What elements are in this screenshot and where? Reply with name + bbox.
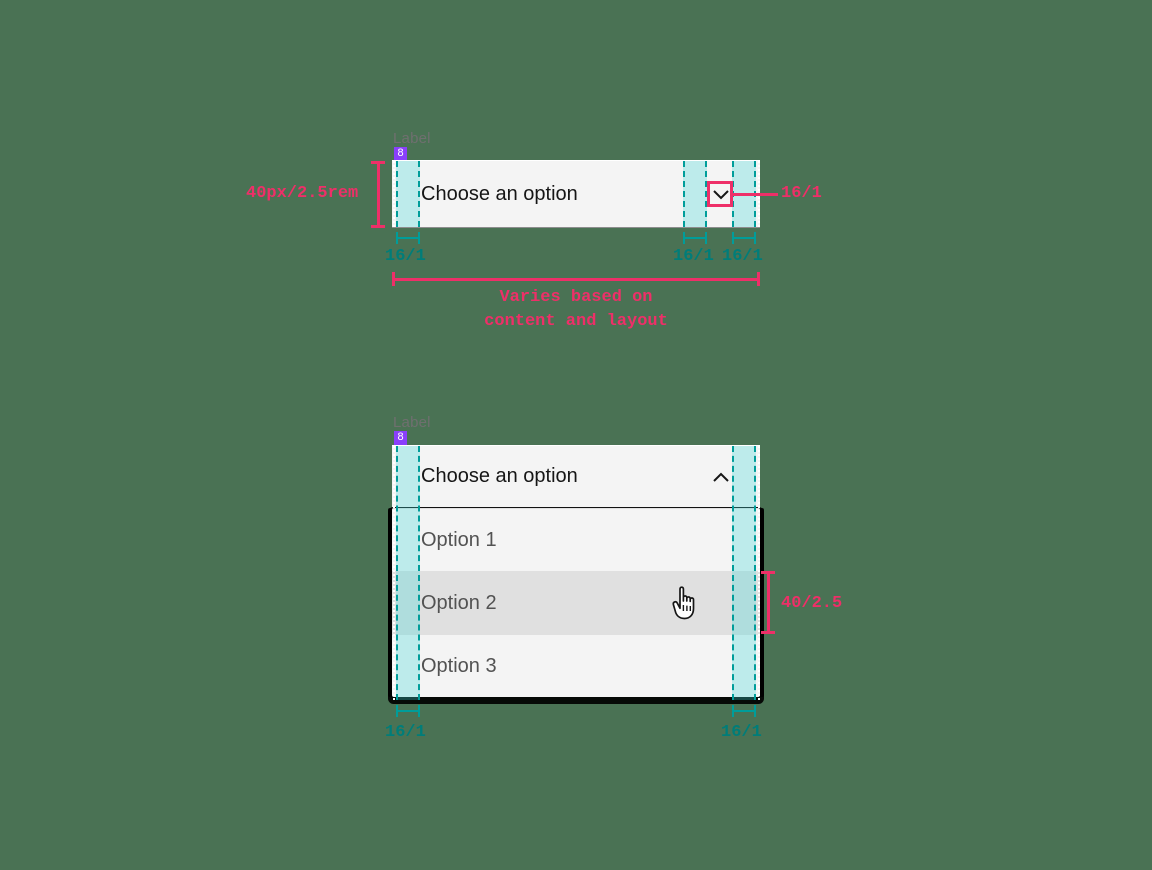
row-height-measure bbox=[761, 571, 775, 634]
icon-size-highlight-box bbox=[707, 181, 733, 207]
width-label-line2: content and layout bbox=[484, 312, 668, 331]
chevron-up-icon[interactable] bbox=[708, 465, 734, 491]
padding-measure-left-closed bbox=[396, 232, 420, 244]
width-label-line1: Varies based on bbox=[499, 288, 653, 307]
guide-dotted-right-open bbox=[758, 446, 760, 700]
padding-band-icon-gap-closed bbox=[683, 161, 707, 227]
padding-label-left-open: 16/1 bbox=[385, 723, 426, 742]
padding-measure-right-closed bbox=[732, 232, 756, 244]
padding-measure-right-open bbox=[732, 705, 756, 717]
option-label: Option 2 bbox=[421, 591, 497, 614]
option-label: Option 3 bbox=[421, 654, 497, 677]
spacing-badge-8-closed: 8 bbox=[394, 147, 407, 161]
closed-select-value: Choose an option bbox=[421, 183, 578, 205]
closed-field-label: Label bbox=[393, 130, 431, 147]
pointer-hand-cursor bbox=[670, 585, 704, 621]
list-item[interactable]: Option 3 bbox=[392, 634, 760, 697]
chevron-down-icon[interactable] bbox=[708, 181, 734, 207]
guide-line-top-closed bbox=[392, 160, 760, 161]
icon-size-label: 16/1 bbox=[781, 184, 822, 203]
option-label: Option 1 bbox=[421, 528, 497, 551]
height-measure-label-closed: 40px/2.5rem bbox=[246, 184, 359, 203]
dropdown-option-list[interactable]: Option 1 Option 2 Option 3 bbox=[392, 508, 760, 697]
padding-band-left-open bbox=[396, 446, 420, 700]
open-field-label: Label bbox=[393, 414, 431, 431]
padding-label-right-closed: 16/1 bbox=[722, 247, 763, 266]
icon-size-leader-line bbox=[733, 193, 778, 196]
list-item[interactable]: Option 2 bbox=[392, 571, 760, 634]
padding-measure-icon-gap-closed bbox=[683, 232, 707, 244]
padding-label-right-open: 16/1 bbox=[721, 723, 762, 742]
guide-dotted-left-closed bbox=[393, 161, 395, 227]
guide-dotted-left-open bbox=[393, 446, 395, 700]
guide-line-top-open bbox=[392, 445, 760, 446]
padding-band-left-closed bbox=[396, 161, 420, 227]
width-measure-closed bbox=[392, 272, 760, 286]
open-select-value: Choose an option bbox=[421, 465, 578, 487]
list-item[interactable]: Option 1 bbox=[392, 508, 760, 571]
padding-label-left-closed: 16/1 bbox=[385, 247, 426, 266]
height-measure-closed bbox=[371, 161, 385, 228]
spacing-badge-8-open: 8 bbox=[394, 431, 407, 445]
open-select-field[interactable]: Choose an option bbox=[392, 446, 760, 508]
row-height-label: 40/2.5 bbox=[781, 594, 843, 613]
padding-label-icon-gap-closed: 16/1 bbox=[673, 247, 714, 266]
padding-band-right-open bbox=[732, 446, 756, 700]
padding-measure-left-open bbox=[396, 705, 420, 717]
closed-select-field[interactable]: Choose an option bbox=[392, 161, 760, 228]
